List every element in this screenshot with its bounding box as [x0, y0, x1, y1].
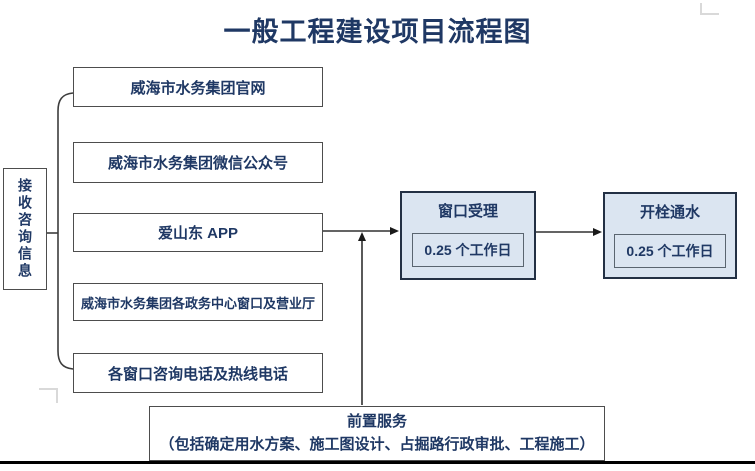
- bottom-rule: [0, 461, 755, 464]
- node-label: 爱山东 APP: [157, 225, 238, 242]
- process-duration: 0.25 个工作日: [424, 242, 512, 258]
- node-receive-info-label: 接收咨询信息: [17, 178, 33, 280]
- node-aishandong-app: 爱山东 APP: [73, 213, 323, 252]
- node-window-acceptance: 窗口受理 0.25 个工作日: [400, 191, 536, 280]
- connector-bracket: [57, 92, 74, 370]
- node-water-opening: 开栓通水 0.25 个工作日: [603, 192, 737, 279]
- pre-service-title: 前置服务: [346, 413, 407, 431]
- arrowhead-up-junction: [358, 232, 366, 241]
- node-label: 各窗口咨询电话及热线电话: [107, 365, 288, 383]
- node-label: 威海市水务集团官网: [130, 79, 266, 97]
- process-title: 窗口受理: [437, 203, 498, 220]
- node-pre-service: 前置服务 （包括确定用水方案、施工图设计、占掘路行政审批、工程施工）: [149, 406, 605, 461]
- node-receive-info: 接收咨询信息: [3, 168, 47, 290]
- arrowhead-into-accept: [390, 227, 399, 235]
- node-label: 威海市水务集团微信公众号: [107, 155, 288, 172]
- node-label: 威海市水务集团各政务中心窗口及营业厅: [80, 295, 315, 311]
- pre-service-detail: （包括确定用水方案、施工图设计、占掘路行政审批、工程施工）: [159, 435, 595, 453]
- arrowhead-into-open: [593, 228, 602, 236]
- text-boundary-mark-bottom-left: [39, 388, 58, 403]
- process-duration-box: 0.25 个工作日: [614, 234, 726, 268]
- node-hotline: 各窗口咨询电话及热线电话: [73, 353, 323, 393]
- process-duration-box: 0.25 个工作日: [412, 233, 524, 267]
- node-official-website: 威海市水务集团官网: [73, 67, 323, 107]
- text-boundary-mark-top-right: [700, 3, 719, 15]
- node-service-hall: 威海市水务集团各政务中心窗口及营业厅: [73, 283, 323, 321]
- node-wechat-account: 威海市水务集团微信公众号: [73, 142, 323, 183]
- process-duration: 0.25 个工作日: [626, 243, 714, 259]
- page-title: 一般工程建设项目流程图: [223, 17, 532, 47]
- process-title: 开栓通水: [639, 204, 700, 221]
